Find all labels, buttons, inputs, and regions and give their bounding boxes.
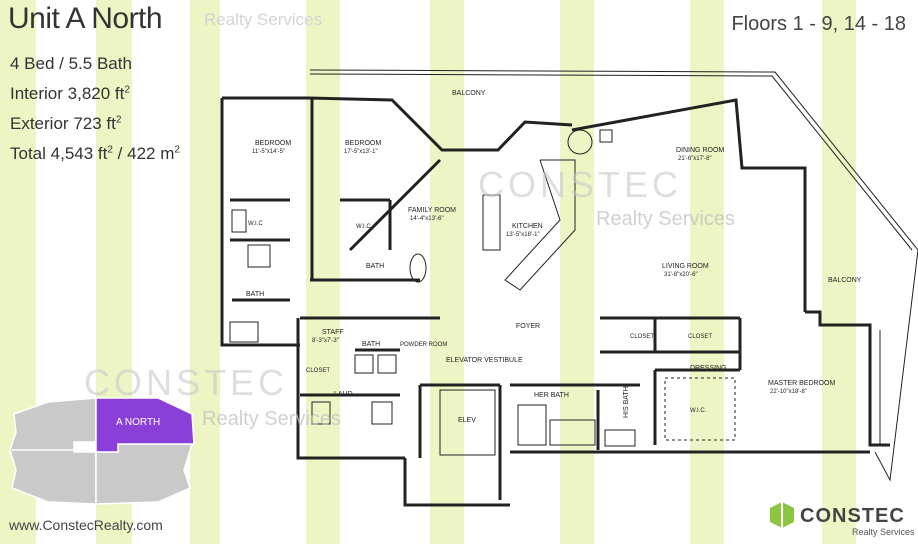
label-closet-1: CLOSET [306,368,330,374]
label-wic-2: W.I.C [356,224,371,230]
label-wic-1: W.I.C [248,221,263,227]
dim-dining-room: 21'-6"x17'-8" [678,156,712,162]
spec-interior: Interior 3,820 ft2 [10,84,130,103]
label-dining-room: DINING ROOM [676,147,724,154]
label-foyer: FOYER [516,323,540,330]
dim-master-bedroom: 22'-10"x18'-8" [770,389,807,395]
watermark-logo-2: CONSTEC [84,362,289,403]
watermark-tagline: Realty Services [596,208,735,230]
spec-total: Total 4,543 ft2 / 422 m2 [10,144,180,163]
watermark-tagline-2: Realty Services [202,408,341,430]
footer-logo-tagline: Realty Services [852,527,915,537]
key-plan-building-right [95,443,194,505]
label-closet-2: CLOSET [630,334,654,340]
label-powder-room: POWDER ROOM [400,342,447,348]
label-balcony-right: BALCONY [828,277,862,284]
dim-living-room: 31'-8"x20'-6" [664,272,698,278]
label-kitchen: KITCHEN [512,223,543,230]
footer-logo: CONSTEC [800,505,905,527]
label-bedroom-2: BEDROOM [345,140,381,147]
label-his-bath: HIS BATH [623,386,630,418]
key-plan-building [9,397,97,505]
brand-tagline: Realty Services [204,10,323,29]
label-elevator-vestibule: ELEVATOR VESTIBULE [446,357,523,364]
label-balcony-top: BALCONY [452,90,486,97]
label-bath-1: BATH [246,291,264,298]
spec-exterior: Exterior 723 ft2 [10,114,122,133]
floors-label: Floors 1 - 9, 14 - 18 [731,13,906,35]
spec-beds-baths: 4 Bed / 5.5 Bath [10,54,132,73]
label-master-bedroom: MASTER BEDROOM [768,380,835,387]
key-plan: A NORTH [9,397,195,505]
label-closet-3: CLOSET [688,334,712,340]
label-bath-3: BATH [362,341,380,348]
dim-kitchen: 13'-5"x18'-1" [506,232,540,238]
key-plan-highlight-a-north [95,397,195,453]
label-elev: ELEV [458,417,476,424]
label-her-bath: HER BATH [534,392,569,399]
watermark-logo: CONSTEC [478,164,683,205]
unit-title: Unit A North [8,2,163,35]
label-dressing: DRESSING [690,365,727,372]
label-wic-3: W.I.C. [690,408,707,414]
label-staff: STAFF [322,329,344,336]
dim-family-room: 14'-4"x13'-6" [410,216,444,222]
label-living-room: LIVING ROOM [662,263,709,270]
label-laundry: LAUD. [334,391,355,398]
label-bath-2: BATH [366,263,384,270]
label-family-room: FAMILY ROOM [408,207,456,214]
dim-staff: 8'-3"x7'-3" [312,338,339,344]
logo-icon [770,502,794,528]
label-bedroom-1: BEDROOM [255,140,291,147]
website-link[interactable]: www.ConstecRealty.com [9,517,163,533]
dim-bedroom-1: 11'-5"x14'-5" [252,149,285,155]
key-plan-label: A NORTH [116,417,160,428]
dim-bedroom-2: 17'-5"x13'-1" [344,149,378,155]
